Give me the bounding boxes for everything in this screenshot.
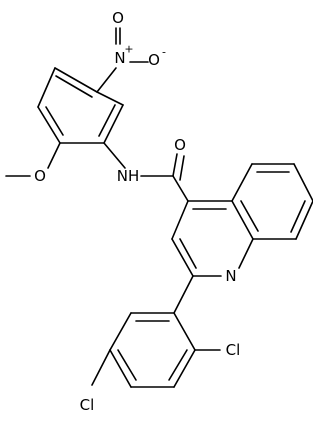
- bond-carbonyl-o-double: [179, 155, 185, 181]
- chlorine-para-label: Cl: [80, 396, 95, 414]
- bond-ring3-f: [173, 312, 196, 351]
- bond-ring3-e: [173, 349, 196, 388]
- bond-ring1-a-inner: [55, 75, 93, 98]
- bond-ring3-cl-para: [91, 349, 111, 386]
- bond-ring3-b: [109, 312, 132, 351]
- carbonyl-oxygen-label: O: [174, 136, 186, 154]
- bond-ring1-c: [37, 106, 61, 144]
- bond-ring1-b: [37, 67, 56, 108]
- nitro-oxygen-right-label: O: [148, 51, 160, 69]
- bond-ring-o-methoxy: [47, 142, 61, 169]
- bond-q-c8a-c4a: [231, 200, 254, 240]
- nitro-nitrogen-label: N: [114, 49, 125, 67]
- methoxy-oxygen-label: O: [34, 167, 46, 185]
- bond-q-c2-aryl: [173, 275, 194, 314]
- nitro-nitrogen-charge: +: [124, 43, 133, 56]
- bond-ring1-c-inner: [45, 106, 64, 136]
- bond-ring1-a: [54, 67, 98, 93]
- bond-q-c7-c8-inner: [290, 200, 306, 233]
- bond-carbonyl-o: [172, 153, 178, 177]
- bonds: [5, 27, 313, 388]
- bond-q-c7-c8: [295, 200, 313, 240]
- bond-q-c6-c7: [293, 163, 313, 202]
- bond-ring3-e-inner: [168, 349, 188, 381]
- bond-ring-nh: [103, 142, 126, 169]
- bond-q-c3-c2-inner: [179, 238, 197, 269]
- bond-carbonyl-quinoline: [172, 175, 189, 202]
- atom-labels: O N + O - O NH O N Cl Cl: [34, 9, 240, 414]
- bond-ring3-c-inner: [117, 349, 137, 381]
- chlorine-ortho-label: Cl: [226, 341, 241, 359]
- bond-ring1-e-inner: [98, 104, 116, 137]
- bond-ring1-e: [103, 104, 124, 144]
- bond-q-c8a-inner: [240, 200, 259, 232]
- bond-q-c4-c3: [171, 200, 189, 240]
- bond-q-c3-c2: [171, 238, 194, 277]
- bond-n-ring: [96, 67, 117, 93]
- amide-nh-label: NH: [117, 167, 140, 185]
- bond-ring1-f: [96, 91, 124, 106]
- bond-ring3-c: [109, 349, 132, 388]
- nitro-oxygen-top-label: O: [112, 9, 124, 27]
- nitro-oxygen-charge: -: [162, 46, 166, 59]
- quinoline-nitrogen-label: N: [225, 267, 236, 285]
- bond-q-n-c8a: [238, 238, 254, 269]
- bond-q-c4a-c5: [231, 163, 253, 202]
- molecule-structure: O N + O - O NH O N Cl Cl: [5, 9, 313, 414]
